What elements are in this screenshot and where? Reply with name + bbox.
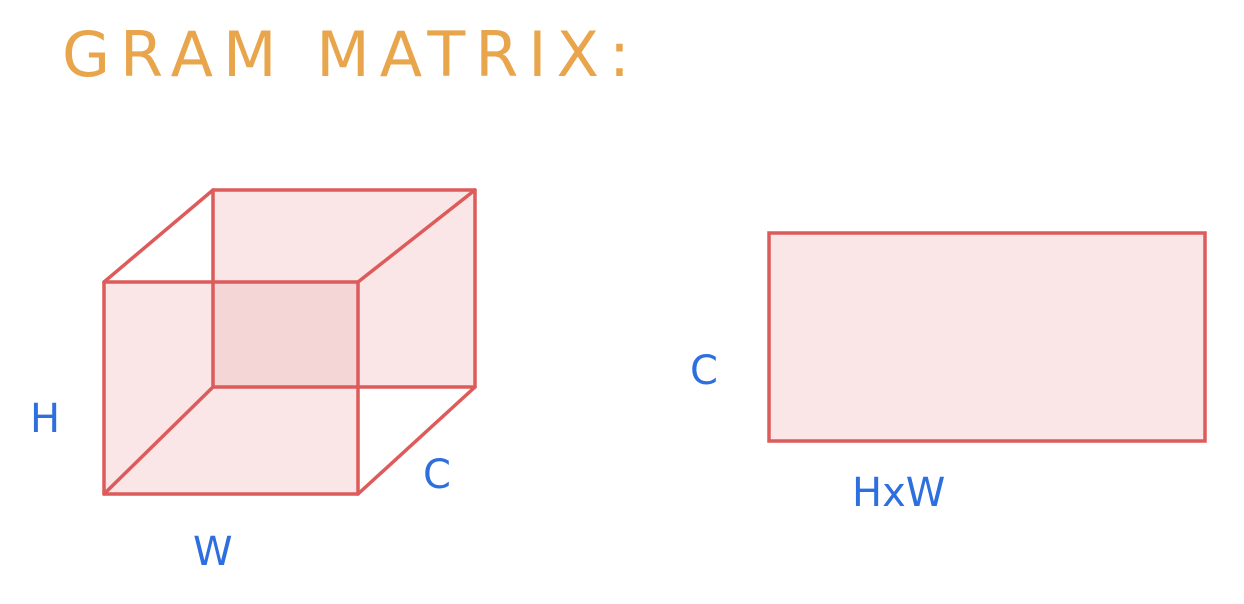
cuboid-edge-top-left <box>102 188 215 284</box>
cuboid-overlap-region <box>213 282 358 387</box>
cuboid-back-edge-rect <box>211 188 477 389</box>
tensor-width-label: W <box>193 529 233 575</box>
matrix-2d: C HxW <box>690 231 1207 516</box>
cuboid-edge-bottom-right <box>356 385 477 496</box>
matrix-rows-label: C <box>690 348 718 394</box>
cuboid-edge-top-right <box>356 188 477 284</box>
tensor-3d-cuboid: H W C <box>30 188 477 575</box>
diagram-title: GRAM MATRIX: <box>62 18 640 91</box>
cuboid-edges <box>102 188 477 496</box>
tensor-height-label: H <box>30 396 60 442</box>
matrix-rectangle <box>767 231 1207 443</box>
cuboid-front-edge-rect <box>102 280 360 496</box>
matrix-cols-label: HxW <box>852 470 945 516</box>
tensor-channels-label: C <box>423 452 451 498</box>
cuboid-edge-bottom-left <box>102 385 215 496</box>
